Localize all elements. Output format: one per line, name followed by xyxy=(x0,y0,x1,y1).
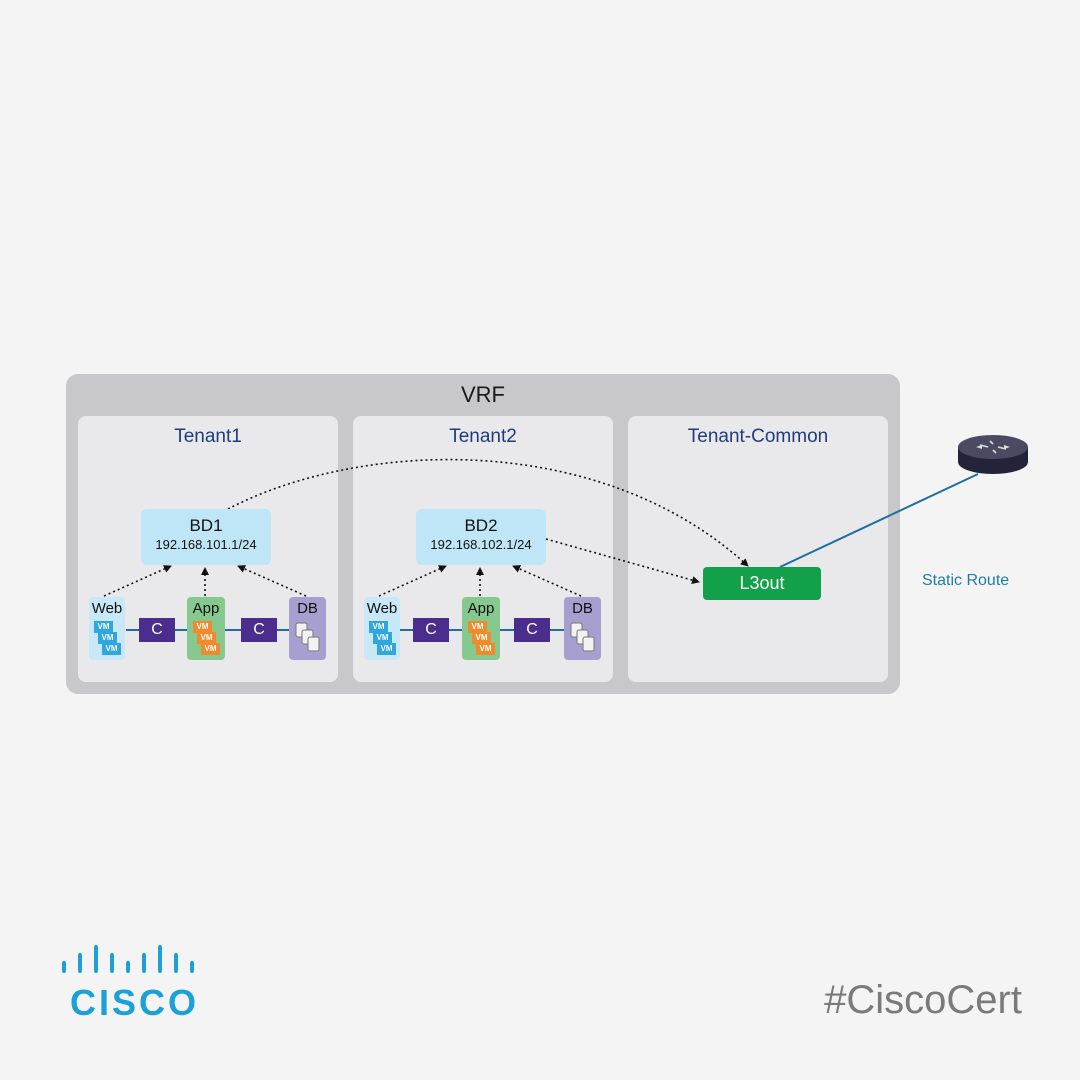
vrf-title: VRF xyxy=(461,382,505,407)
db1-to-bd1-arrow xyxy=(237,565,307,597)
vm-icon: VM xyxy=(373,632,392,644)
static-route-label: Static Route xyxy=(922,572,1010,589)
tenant1-db-epg: DB xyxy=(289,597,326,660)
tenant1-app-epg: App VM VM VM xyxy=(187,597,225,660)
vm-icon: VM xyxy=(94,621,113,633)
tenant2-web-label: Web xyxy=(366,600,398,617)
tenant1-contract-app-db: C xyxy=(241,618,277,642)
tenant-common-title: Tenant-Common xyxy=(687,426,829,447)
bd1-box: BD1 192.168.101.1/24 xyxy=(141,509,271,565)
cisco-bars-icon xyxy=(62,945,194,973)
tenant2-db-epg: DB xyxy=(564,597,601,660)
tenant1-contract-web-app: C xyxy=(139,618,175,642)
cisco-logo xyxy=(60,945,200,984)
tenant2-contract-app-db: C xyxy=(514,618,550,642)
router-icon xyxy=(958,435,1028,474)
bd1-to-l3out-arrow xyxy=(227,458,749,567)
vm-icon: VM xyxy=(377,643,396,655)
bd2-name: BD2 xyxy=(464,516,498,535)
tenant-common-panel: Tenant-Common xyxy=(628,416,888,682)
tenant2-app-label: App xyxy=(467,600,495,617)
database-icon xyxy=(295,622,320,652)
tenant1-app-label: App xyxy=(192,600,220,617)
static-route-link xyxy=(779,473,979,568)
vm-icon: VM xyxy=(472,632,491,644)
web2-to-bd2-arrow xyxy=(378,565,447,597)
tenant2-web-epg: Web VM VM VM xyxy=(364,597,400,660)
bd2-to-l3out-arrow xyxy=(545,538,700,584)
vm-icon: VM xyxy=(197,632,216,644)
vm-icon: VM xyxy=(476,643,495,655)
vm-icon: VM xyxy=(193,621,212,633)
bd2-box: BD2 192.168.102.1/24 xyxy=(416,509,546,565)
vm-icon: VM xyxy=(201,643,220,655)
l3out-box: L3out xyxy=(703,567,821,600)
tenant1-db-label: DB xyxy=(297,600,318,617)
tenant1-title: Tenant1 xyxy=(174,426,242,447)
tenant2-app-epg: App VM VM VM xyxy=(462,597,500,660)
db2-to-bd2-arrow xyxy=(512,565,582,597)
web1-to-bd1-arrow xyxy=(103,565,172,597)
tenant1-web-label: Web xyxy=(91,600,123,617)
hashtag-text: #CiscoCert xyxy=(824,978,1022,1022)
cisco-logo-text: CISCO xyxy=(70,982,200,1023)
bd1-subnet: 192.168.101.1/24 xyxy=(155,537,257,552)
tenant2-title: Tenant2 xyxy=(449,426,517,447)
vm-icon: VM xyxy=(98,632,117,644)
vm-icon: VM xyxy=(369,621,388,633)
bd2-subnet: 192.168.102.1/24 xyxy=(430,537,532,552)
vm-icon: VM xyxy=(102,643,121,655)
tenant1-web-epg: Web VM VM VM xyxy=(89,597,125,660)
bd1-name: BD1 xyxy=(189,516,223,535)
vm-icon: VM xyxy=(468,621,487,633)
tenant2-db-label: DB xyxy=(572,600,593,617)
database-icon xyxy=(570,622,595,652)
tenant2-contract-web-app: C xyxy=(413,618,449,642)
